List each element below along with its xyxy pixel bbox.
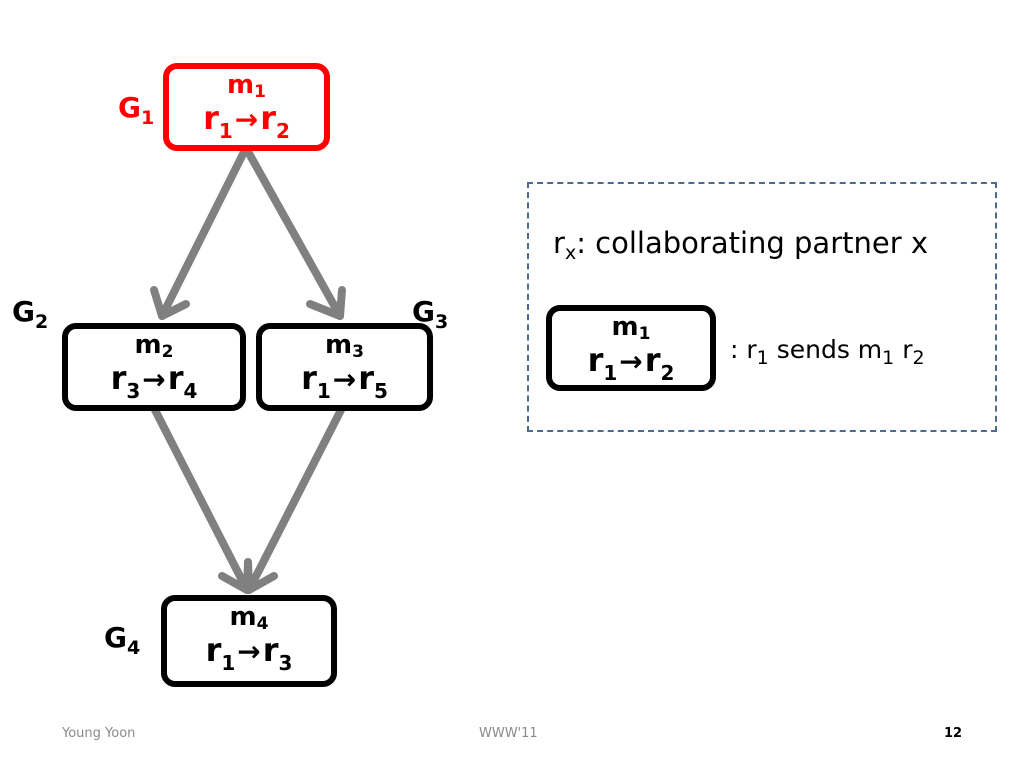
message-sub: 1 xyxy=(254,82,266,102)
node-flow: r1→r3 xyxy=(167,631,331,673)
receiver-sub: 5 xyxy=(374,379,388,403)
node-message: m4 xyxy=(167,602,331,634)
right-arrow-icon: → xyxy=(619,345,643,378)
node-message: m1 xyxy=(169,70,324,102)
sender: r xyxy=(110,359,127,397)
node-label-sub: 2 xyxy=(34,311,49,333)
message-sub: 4 xyxy=(256,614,269,634)
receiver-sub: 4 xyxy=(183,379,198,403)
node-flow: r1→r2 xyxy=(552,341,710,383)
legend-desc-part: sends m xyxy=(768,335,883,364)
sender: r xyxy=(205,631,222,669)
legend-def-text: : collaborating partner x xyxy=(576,226,929,260)
footer-author: Young Yoon xyxy=(62,726,136,741)
sender: r xyxy=(203,99,219,137)
receiver: r xyxy=(260,99,277,137)
node-label-letter: G xyxy=(104,621,127,654)
message-letter: m xyxy=(134,330,162,360)
message-sub: 3 xyxy=(352,342,364,362)
sender-sub: 1 xyxy=(221,651,236,675)
message-letter: m xyxy=(229,602,257,632)
receiver-sub: 2 xyxy=(276,119,290,143)
right-arrow-icon: → xyxy=(234,103,259,136)
node-g2: m2 r3→r4 xyxy=(62,323,246,411)
node-label-sub: 1 xyxy=(140,107,155,129)
node-label-sub: 3 xyxy=(434,311,449,333)
edge-g3-g4 xyxy=(244,404,346,594)
legend-desc-part: : r xyxy=(730,335,757,364)
legend-def-letter: r xyxy=(553,226,565,260)
node-label-g4: G4 xyxy=(104,621,140,658)
legend-description: : r1 sends m1 r2 xyxy=(730,335,925,368)
node-message: m1 xyxy=(552,312,710,344)
legend-box xyxy=(527,182,997,432)
footer-venue: WWW'11 xyxy=(479,726,538,741)
message-sub: 1 xyxy=(638,324,651,344)
sender-sub: 3 xyxy=(126,379,141,403)
node-flow: r3→r4 xyxy=(68,359,240,401)
receiver: r xyxy=(262,631,279,669)
node-message: m2 xyxy=(68,330,240,362)
message-letter: m xyxy=(325,330,353,360)
edge-g1-g2 xyxy=(150,144,250,320)
receiver-sub: 2 xyxy=(660,361,675,385)
legend-desc-sub: 1 xyxy=(756,347,769,369)
legend-def-sub: x xyxy=(564,242,577,264)
edge-g2-g4 xyxy=(150,404,252,594)
footer-page-number: 12 xyxy=(944,726,963,741)
legend-definition: rx: collaborating partner x xyxy=(553,226,929,263)
legend-desc-sub: 2 xyxy=(912,347,925,369)
receiver-sub: 3 xyxy=(278,651,293,675)
node-message: m3 xyxy=(262,330,427,362)
sender-sub: 1 xyxy=(316,379,331,403)
node-label-sub: 4 xyxy=(126,637,141,659)
node-label-g1: G1 xyxy=(118,91,154,128)
sender-sub: 1 xyxy=(218,119,233,143)
receiver: r xyxy=(644,341,661,379)
node-label-g3: G3 xyxy=(412,295,448,332)
right-arrow-icon: → xyxy=(237,635,261,668)
message-letter: m xyxy=(227,70,255,100)
legend-example-node: m1 r1→r2 xyxy=(546,305,716,391)
right-arrow-icon: → xyxy=(142,363,166,396)
sender-sub: 1 xyxy=(603,361,618,385)
message-letter: m xyxy=(611,312,639,342)
receiver: r xyxy=(167,359,184,397)
node-g4: m4 r1→r3 xyxy=(161,595,337,687)
node-label-letter: G xyxy=(118,91,141,124)
legend-desc-part: r xyxy=(894,335,913,364)
message-sub: 2 xyxy=(161,342,174,362)
node-flow: r1→r5 xyxy=(262,359,427,401)
sender: r xyxy=(301,359,317,397)
receiver: r xyxy=(358,359,375,397)
node-label-letter: G xyxy=(412,295,435,328)
node-flow: r1→r2 xyxy=(169,99,324,141)
right-arrow-icon: → xyxy=(332,363,357,396)
node-label-g2: G2 xyxy=(12,295,48,332)
sender: r xyxy=(587,341,604,379)
node-label-letter: G xyxy=(12,295,35,328)
legend-desc-sub: 1 xyxy=(882,347,895,369)
node-g3: m3 r1→r5 xyxy=(256,323,433,411)
edge-g1-g3 xyxy=(242,144,346,320)
node-g1: m1 r1→r2 xyxy=(163,63,330,151)
